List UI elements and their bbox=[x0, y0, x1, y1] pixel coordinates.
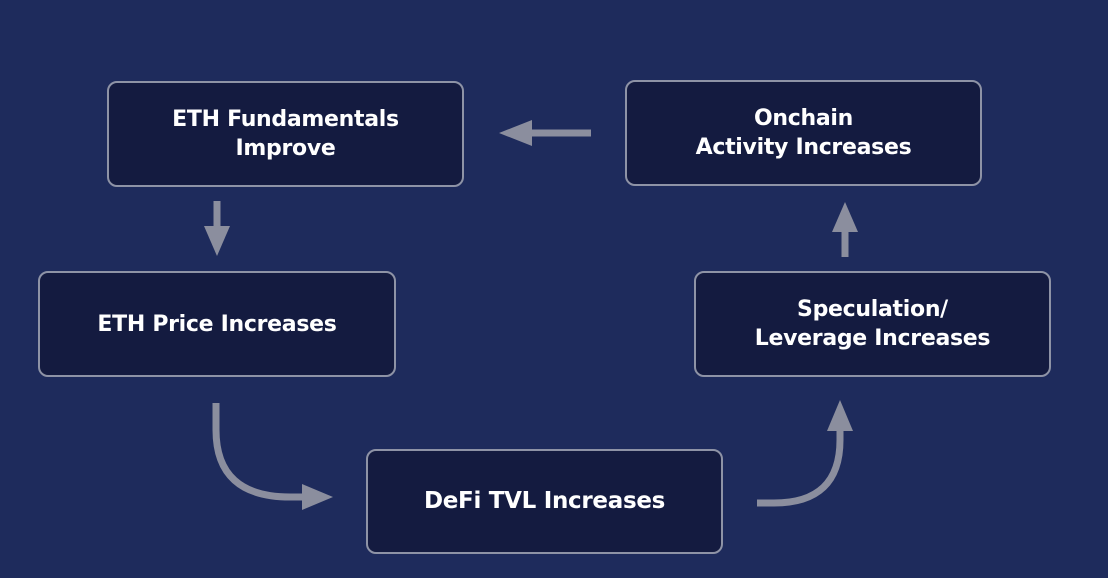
node-speculation: Speculation/ Leverage Increases bbox=[694, 271, 1051, 377]
node-eth-fundamentals: ETH Fundamentals Improve bbox=[107, 81, 464, 187]
node-eth-fundamentals-label: ETH Fundamentals Improve bbox=[172, 107, 399, 161]
arrow-price-to-defi bbox=[212, 403, 333, 510]
node-speculation-label: Speculation/ Leverage Increases bbox=[754, 297, 991, 351]
node-eth-price-label: ETH Price Increases bbox=[97, 311, 337, 337]
arrow-fundamentals-to-price bbox=[204, 201, 230, 256]
arrow-speculation-to-onchain bbox=[832, 202, 858, 257]
node-defi-tvl: DeFi TVL Increases bbox=[366, 449, 723, 554]
node-onchain-activity-label: Onchain Activity Increases bbox=[695, 106, 912, 160]
arrow-defi-to-speculation bbox=[757, 400, 853, 507]
node-defi-tvl-label: DeFi TVL Increases bbox=[423, 488, 666, 514]
arrow-onchain-to-fundamentals bbox=[499, 120, 591, 146]
node-eth-price: ETH Price Increases bbox=[38, 271, 396, 377]
node-onchain-activity: Onchain Activity Increases bbox=[625, 80, 982, 186]
